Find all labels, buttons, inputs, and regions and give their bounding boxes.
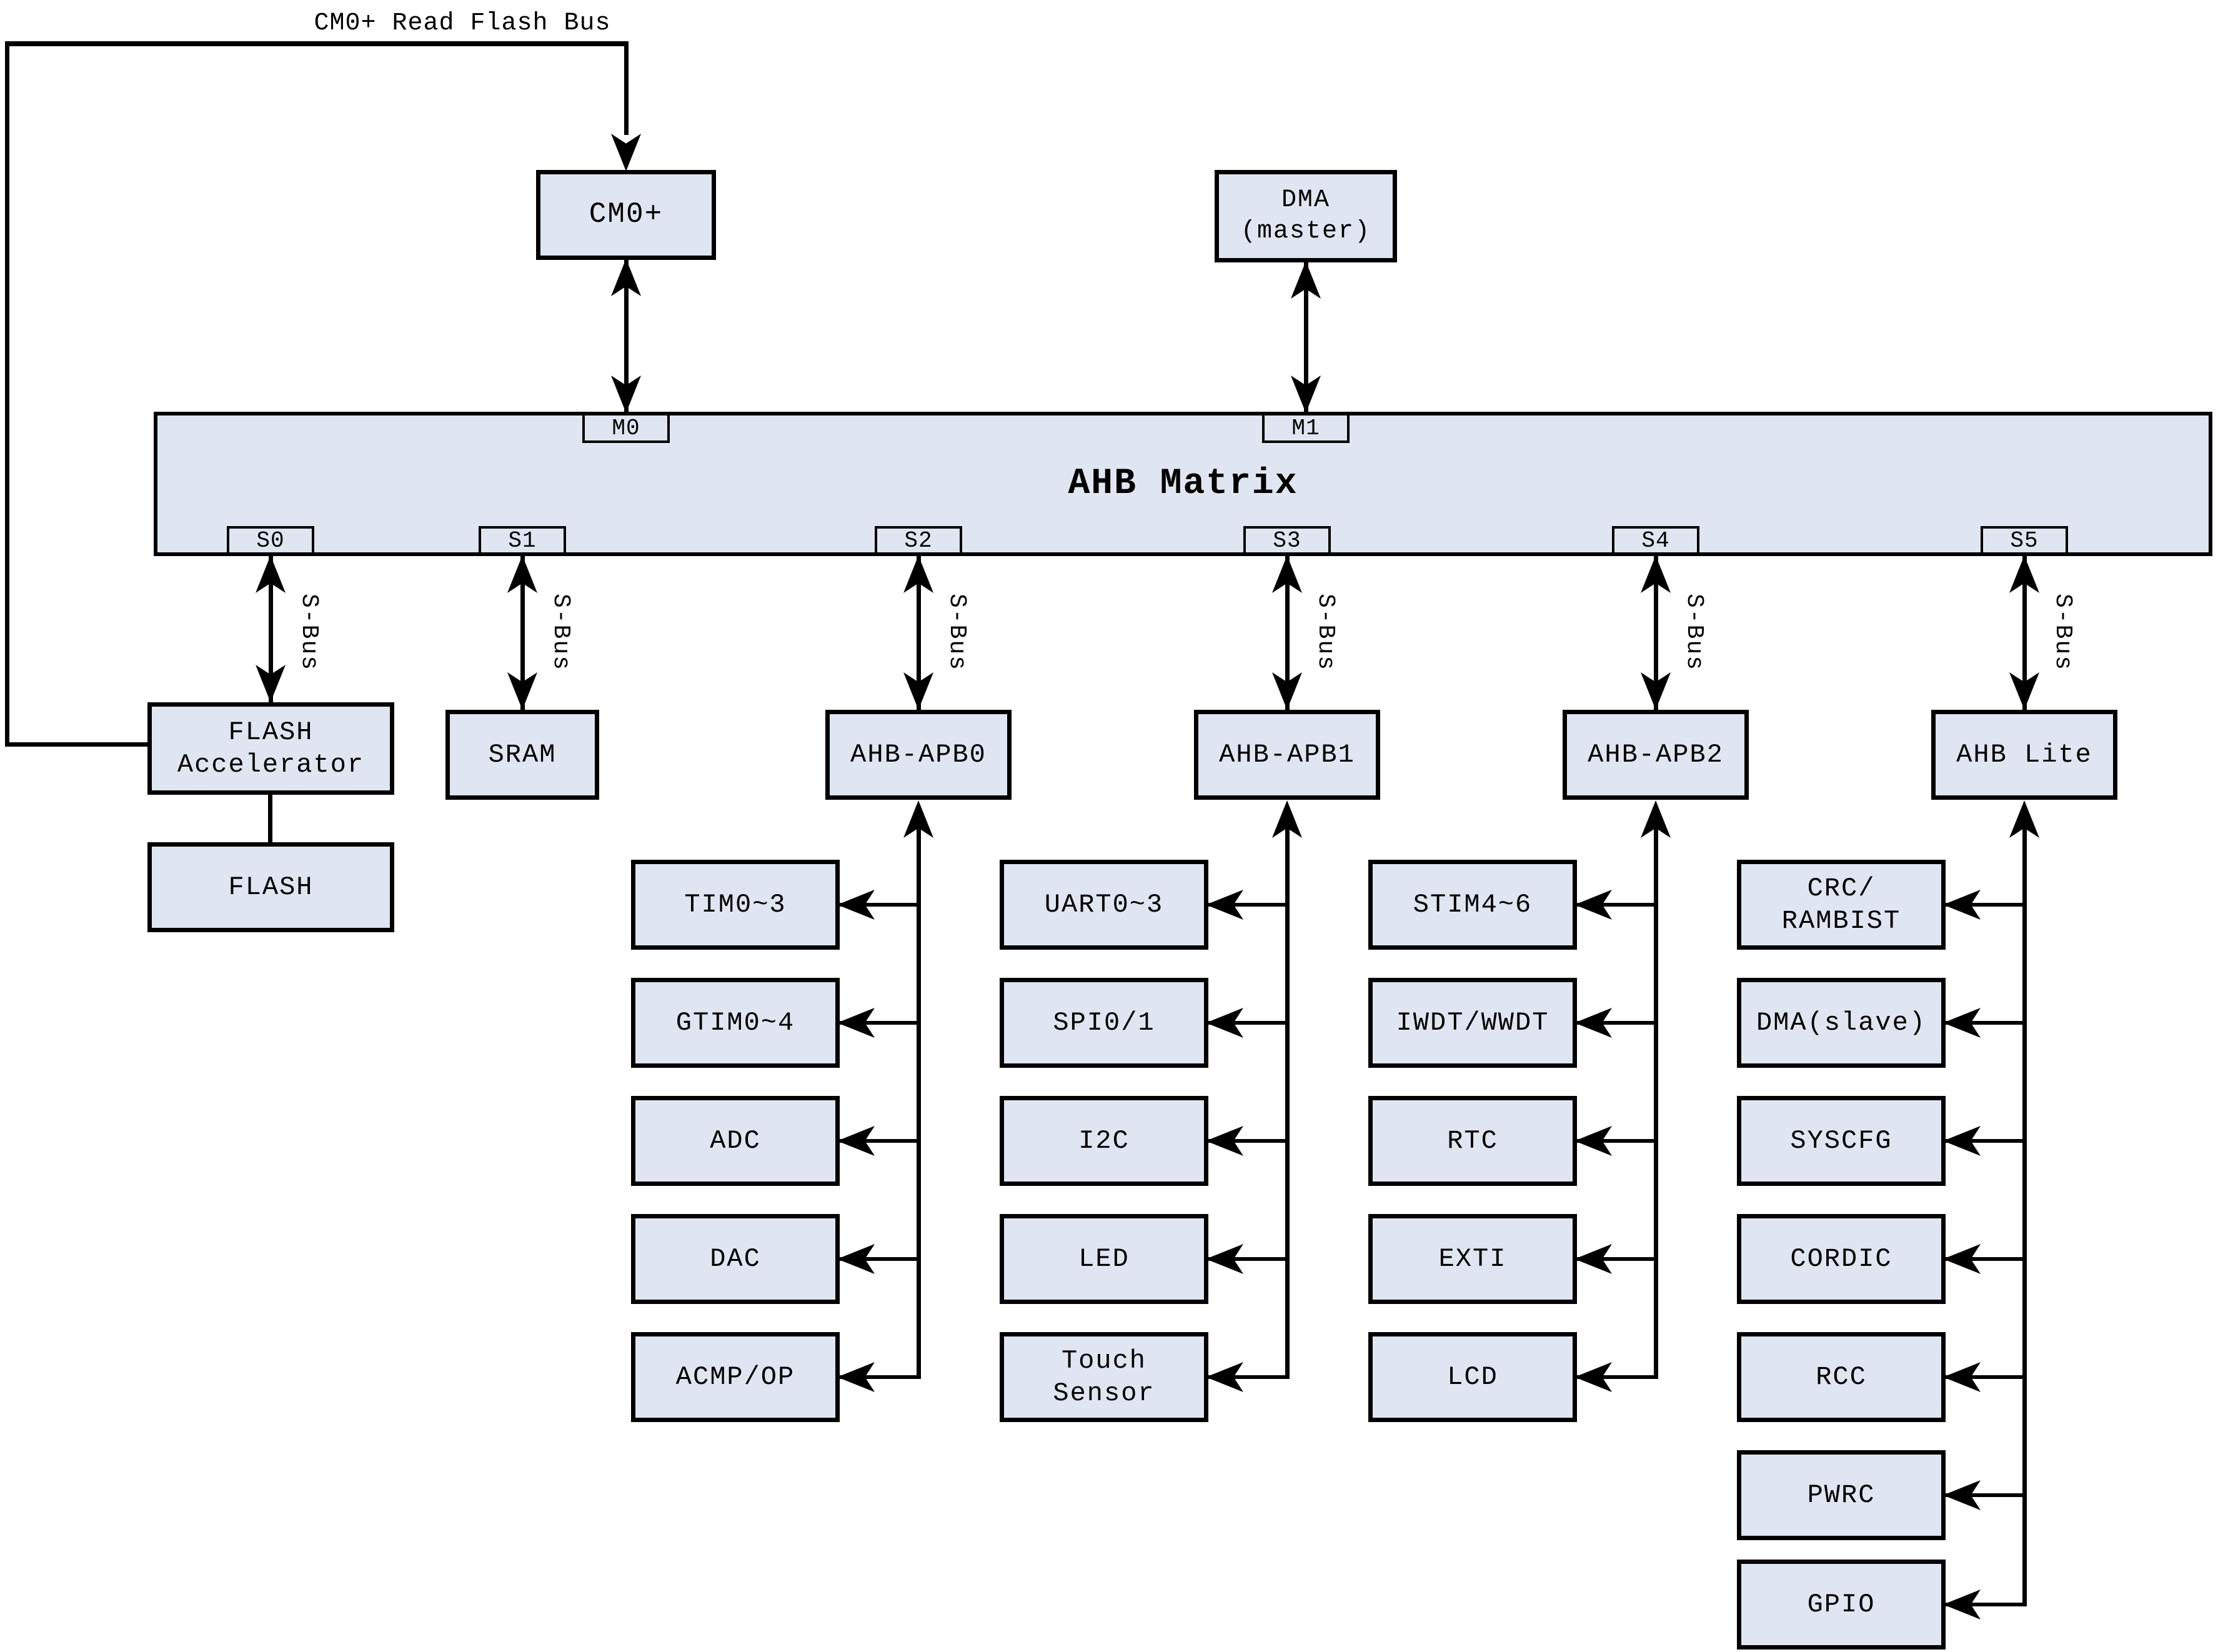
box-tim0-3: TIM0~3 xyxy=(631,860,840,950)
box-spi0-1: SPI0/1 xyxy=(1000,978,1208,1068)
arrowhead-into-cm0 xyxy=(611,134,641,171)
cm0-box: CM0+ xyxy=(536,170,716,260)
port-m1: M1 xyxy=(1262,413,1350,443)
sbus-arrow-shaft xyxy=(2022,555,2027,710)
stub-line xyxy=(1944,1257,2026,1261)
sbus-arrow-shaft xyxy=(917,555,921,710)
apb2-bus-line xyxy=(1654,822,1658,1379)
box-rtc: RTC xyxy=(1368,1096,1577,1186)
flash-box: FLASH xyxy=(147,842,394,932)
box-cordic: CORDIC xyxy=(1737,1214,1946,1304)
box-crc-rambist: CRC/ RAMBIST xyxy=(1737,860,1946,950)
box-pwrc: PWRC xyxy=(1737,1450,1946,1540)
port-s4: S4 xyxy=(1612,526,1699,555)
sbus-label: S-Bus xyxy=(296,593,323,672)
loop-left-line xyxy=(5,41,9,747)
sbus-label: S-Bus xyxy=(2049,593,2077,672)
stub-line xyxy=(1576,1375,1658,1379)
box-adc: ADC xyxy=(631,1096,840,1186)
stub-line xyxy=(1576,1021,1658,1025)
stub-line xyxy=(1207,903,1289,907)
stub-line xyxy=(838,1257,920,1261)
stub-line xyxy=(838,1375,920,1379)
sbus-label: S-Bus xyxy=(547,593,575,672)
dma-master-box: DMA (master) xyxy=(1215,170,1397,262)
apb0-bus-line xyxy=(917,822,921,1379)
port-s3: S3 xyxy=(1243,526,1331,555)
ahb-matrix-title: AHB Matrix xyxy=(1068,464,1298,504)
bridge-ahb-apb2: AHB-APB2 xyxy=(1563,710,1749,800)
port-s0: S0 xyxy=(227,526,314,555)
stub-line xyxy=(1944,903,2026,907)
box-iwdt-wwdt: IWDT/WWDT xyxy=(1368,978,1577,1068)
sbus-label: S-Bus xyxy=(1681,593,1708,672)
ahb-lite-bus-line xyxy=(2022,822,2027,1606)
sbus-arrow-shaft xyxy=(520,555,525,710)
stub-line xyxy=(838,1139,920,1143)
flash-accelerator-box: FLASH Accelerator xyxy=(147,702,394,795)
stub-line xyxy=(1944,1493,2026,1497)
box-stim4-6: STIM4~6 xyxy=(1368,860,1577,950)
box-led: LED xyxy=(1000,1214,1208,1304)
stub-line xyxy=(1944,1021,2026,1025)
stub-line xyxy=(1944,1139,2026,1143)
loop-corner-line xyxy=(624,41,629,135)
read-flash-bus-label: CM0+ Read Flash Bus xyxy=(314,9,611,37)
box-syscfg: SYSCFG xyxy=(1737,1096,1946,1186)
bridge-ahb-lite: AHB Lite xyxy=(1931,710,2117,800)
port-m0: M0 xyxy=(582,413,670,443)
apb1-bus-line xyxy=(1285,822,1290,1379)
box-gtim0-4: GTIM0~4 xyxy=(631,978,840,1068)
port-s2: S2 xyxy=(875,526,962,555)
port-s5: S5 xyxy=(1981,526,2068,555)
box-lcd: LCD xyxy=(1368,1332,1577,1422)
box-gpio: GPIO xyxy=(1737,1560,1946,1650)
dma-matrix-arrow-shaft xyxy=(1304,262,1308,412)
stub-line xyxy=(1576,1257,1658,1261)
bridge-ahb-apb0: AHB-APB0 xyxy=(825,710,1012,800)
loop-top-line xyxy=(5,41,629,46)
stub-line xyxy=(1207,1139,1289,1143)
bridge-ahb-apb1: AHB-APB1 xyxy=(1194,710,1380,800)
stub-line xyxy=(1576,1139,1658,1143)
cm0-matrix-arrow-shaft xyxy=(624,260,629,412)
stub-line xyxy=(1207,1257,1289,1261)
stub-line xyxy=(1207,1375,1289,1379)
sbus-label: S-Bus xyxy=(943,593,971,672)
stub-line xyxy=(838,1021,920,1025)
stub-line xyxy=(838,903,920,907)
stub-line xyxy=(1944,1375,2026,1379)
box-acmp-op: ACMP/OP xyxy=(631,1332,840,1422)
box-uart0-3: UART0~3 xyxy=(1000,860,1208,950)
box-touch-sensor: Touch Sensor xyxy=(1000,1332,1208,1422)
box-dma-slave: DMA(slave) xyxy=(1737,978,1946,1068)
port-s1: S1 xyxy=(479,526,566,555)
sbus-arrow-shaft xyxy=(1654,555,1658,710)
sram-box: SRAM xyxy=(445,710,599,800)
stub-line xyxy=(1944,1603,2026,1606)
sbus-arrow-shaft xyxy=(269,555,273,702)
stub-line xyxy=(1576,903,1658,907)
box-rcc: RCC xyxy=(1737,1332,1946,1422)
loop-into-flash-accelerator-line xyxy=(5,742,150,747)
box-i2c: I2C xyxy=(1000,1096,1208,1186)
box-dac: DAC xyxy=(631,1214,840,1304)
stub-line xyxy=(1207,1021,1289,1025)
box-exti: EXTI xyxy=(1368,1214,1577,1304)
flash-connector-line xyxy=(268,795,272,843)
sbus-label: S-Bus xyxy=(1312,593,1340,672)
sbus-arrow-shaft xyxy=(1285,555,1290,710)
